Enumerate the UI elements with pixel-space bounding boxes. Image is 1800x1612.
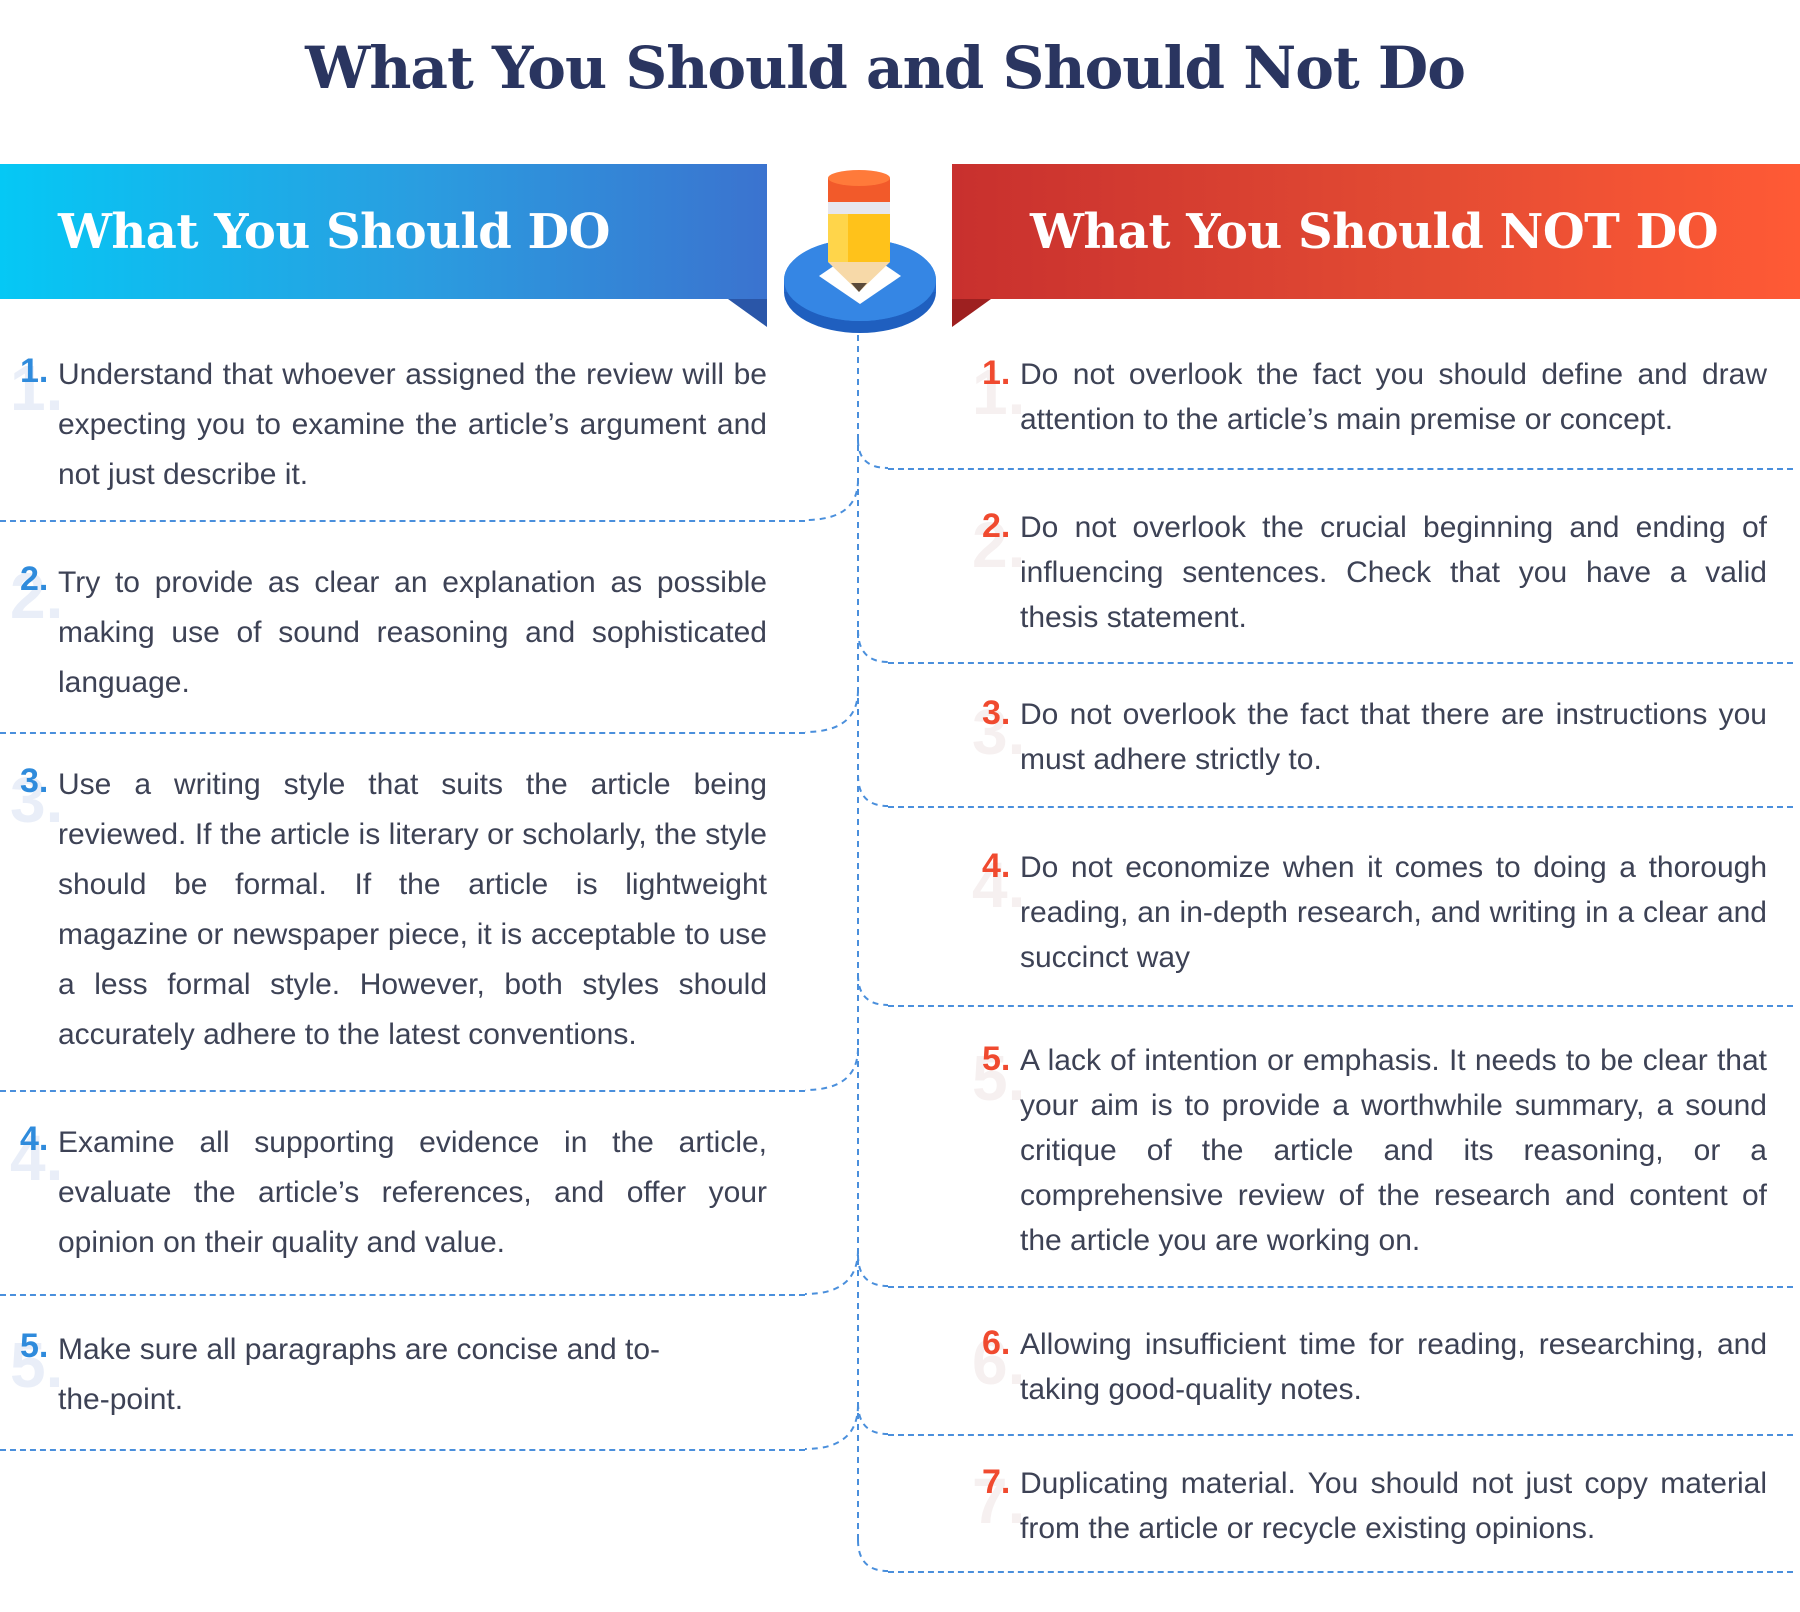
not-item-4-text: Do not economize when it comes to doing … [1020,851,1767,974]
not-item-5: 5. 5. A lack of intention or emphasis. I… [972,1038,1767,1263]
do-item-3-ghost-number: 3. [10,764,64,836]
do-item-3-separator [0,1090,805,1092]
do-item-3: 3. 3. Use a writing style that suits the… [10,760,767,1060]
not-item-7-separator [888,1571,1793,1573]
do-item-2-ghost-number: 2. [10,560,64,632]
not-item-4-number: 4. [982,847,1011,885]
not-item-2-separator [888,662,1793,664]
do-item-5: 5. 5. Make sure all paragraphs are conci… [10,1325,660,1425]
do-column-heading: What You Should DO [0,164,767,299]
not-item-6-separator [888,1434,1793,1436]
do-item-1-separator [0,520,805,522]
do-item-5-separator [0,1449,805,1451]
do-item-1-ghost-number: 1. [10,352,64,424]
not-item-1: 1. 1. Do not overlook the fact you shoul… [972,352,1767,442]
not-item-2: 2. 2. Do not overlook the crucial beginn… [972,505,1767,640]
not-item-1-number: 1. [982,354,1011,392]
do-item-3-number: 3. [20,762,49,800]
not-item-5-separator [888,1286,1793,1288]
not-item-6-text: Allowing insufficient time for reading, … [1020,1328,1767,1406]
do-item-5-number: 5. [20,1327,49,1365]
not-item-4-separator [888,1005,1793,1007]
not-item-5-number: 5. [982,1040,1011,1078]
do-item-4-number: 4. [20,1120,49,1158]
not-item-1-separator [888,468,1793,470]
not-item-6-ghost-number: 6. [972,1326,1026,1398]
not-item-6: 6. 6. Allowing insufficient time for rea… [972,1322,1767,1412]
do-item-2-number: 2. [20,560,49,598]
page-title: What You Should and Should Not Do [305,34,1466,102]
do-item-2: 2. 2. Try to provide as clear an explana… [10,558,767,708]
not-item-6-number: 6. [982,1324,1011,1362]
not-item-3: 3. 3. Do not overlook the fact that ther… [972,692,1767,782]
not-item-4: 4. 4. Do not economize when it comes to … [972,845,1767,980]
not-item-7: 7. 7. Duplicating material. You should n… [972,1461,1767,1551]
not-item-2-text: Do not overlook the crucial beginning an… [1020,511,1767,634]
not-item-7-number: 7. [982,1463,1011,1501]
not-item-4-ghost-number: 4. [972,849,1026,921]
not-item-7-text: Duplicating material. You should not jus… [1020,1467,1767,1545]
do-item-1-number: 1. [20,352,49,390]
not-item-1-text: Do not overlook the fact you should defi… [1020,358,1767,436]
do-item-2-separator [0,732,805,734]
not-item-1-ghost-number: 1. [972,356,1026,428]
not-item-3-separator [888,806,1793,808]
do-item-1-text: Understand that whoever assigned the rev… [58,358,767,491]
not-item-5-ghost-number: 5. [972,1042,1026,1114]
not-banner-fold [952,299,991,327]
not-item-3-number: 3. [982,694,1011,732]
not-item-2-ghost-number: 2. [972,509,1026,581]
do-item-4: 4. 4. Examine all supporting evidence in… [10,1118,767,1268]
do-item-5-text: Make sure all paragraphs are concise and… [58,1333,660,1416]
do-banner-fold [728,299,767,327]
do-item-4-text: Examine all supporting evidence in the a… [58,1126,767,1259]
do-item-3-text: Use a writing style that suits the artic… [58,768,767,1051]
not-item-3-text: Do not overlook the fact that there are … [1020,698,1767,776]
not-item-3-ghost-number: 3. [972,696,1026,768]
do-item-4-separator [0,1294,805,1296]
do-item-4-ghost-number: 4. [10,1122,64,1194]
do-item-2-text: Try to provide as clear an explanation a… [58,566,767,699]
not-item-7-ghost-number: 7. [972,1465,1026,1537]
not-item-5-text: A lack of intention or emphasis. It need… [1020,1044,1767,1257]
do-item-1: 1. 1. Understand that whoever assigned t… [10,350,767,500]
do-item-5-ghost-number: 5. [10,1329,64,1401]
not-item-2-number: 2. [982,507,1011,545]
not-column-heading: What You Should NOT DO [952,164,1800,299]
pencil-on-platform-icon [784,170,936,333]
